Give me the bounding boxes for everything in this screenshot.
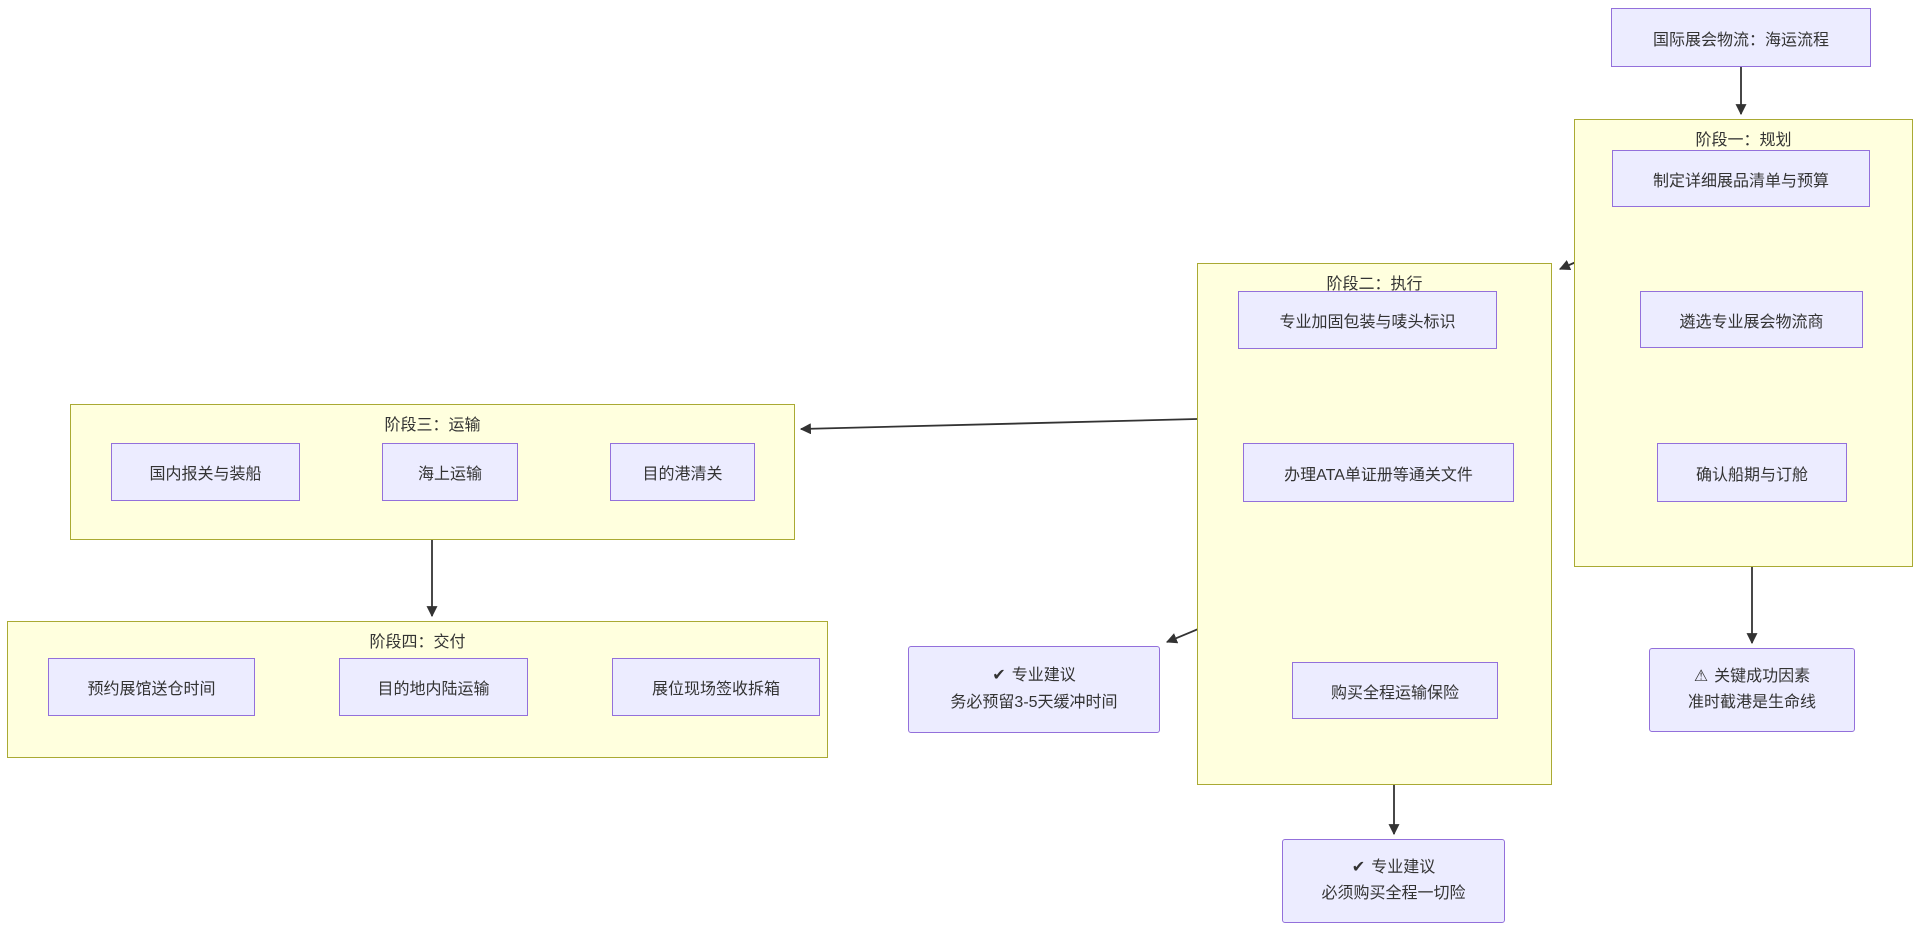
node-buy-cargo-insurance: 购买全程运输保险: [1292, 662, 1498, 719]
note-buffer-time-body: 务必预留3-5天缓冲时间: [950, 693, 1118, 711]
note-buffer-time: ✔ 专业建议 务必预留3-5天缓冲时间: [908, 646, 1160, 733]
check-icon: ✔: [992, 667, 1006, 685]
note-all-risk-insurance-title: 专业建议: [1371, 858, 1436, 876]
note-all-risk-insurance-body: 必须购买全程一切险: [1321, 885, 1466, 902]
note-key-success-factor-heading: ⚠ 关键成功因素: [1694, 664, 1810, 690]
warning-icon: ⚠: [1693, 667, 1709, 685]
note-all-risk-insurance-heading: ✔ 专业建议: [1352, 855, 1435, 881]
stage3-title: 阶段三：运输: [384, 417, 481, 434]
node-select-logistics-provider: 遴选专业展会物流商: [1640, 291, 1863, 348]
node-reinforced-packing-marking: 专业加固包装与唛头标识: [1238, 291, 1497, 349]
check-icon: ✔: [1351, 858, 1366, 876]
stage1-title: 阶段一：规划: [1695, 132, 1792, 149]
stage2-title: 阶段二：执行: [1326, 276, 1423, 293]
node-destination-port-clearance: 目的港清关: [610, 443, 755, 501]
note-buffer-time-title: 专业建议: [1011, 667, 1076, 685]
note-key-success-factor-title: 关键成功因素: [1714, 667, 1811, 685]
flow-title-node: 国际展会物流：海运流程: [1611, 8, 1871, 67]
note-buffer-time-heading: ✔ 专业建议: [992, 663, 1075, 689]
edge-stage1-to-stage2: [1558, 259, 1577, 271]
node-ata-carnet-customs-docs: 办理ATA单证册等通关文件: [1243, 443, 1514, 502]
node-create-exhibit-list-budget: 制定详细展品清单与预算: [1612, 150, 1870, 207]
node-ocean-freight: 海上运输: [382, 443, 518, 501]
node-domestic-customs-loading: 国内报关与装船: [111, 443, 300, 501]
stage4-title: 阶段四：交付: [369, 634, 466, 651]
node-booth-receipt-unpacking: 展位现场签收拆箱: [612, 658, 820, 716]
note-key-success-factor-body: 准时截港是生命线: [1687, 694, 1816, 711]
note-key-success-factor: ⚠ 关键成功因素 准时截港是生命线: [1649, 648, 1855, 732]
note-all-risk-insurance: ✔ 专业建议 必须购买全程一切险: [1282, 839, 1505, 923]
edge-stage2-to-stage3: [799, 418, 1198, 435]
node-book-venue-warehouse-time: 预约展馆送仓时间: [48, 658, 255, 716]
node-destination-inland-transport: 目的地内陆运输: [339, 658, 528, 716]
node-confirm-shipping-schedule: 确认船期与订舱: [1657, 443, 1847, 502]
